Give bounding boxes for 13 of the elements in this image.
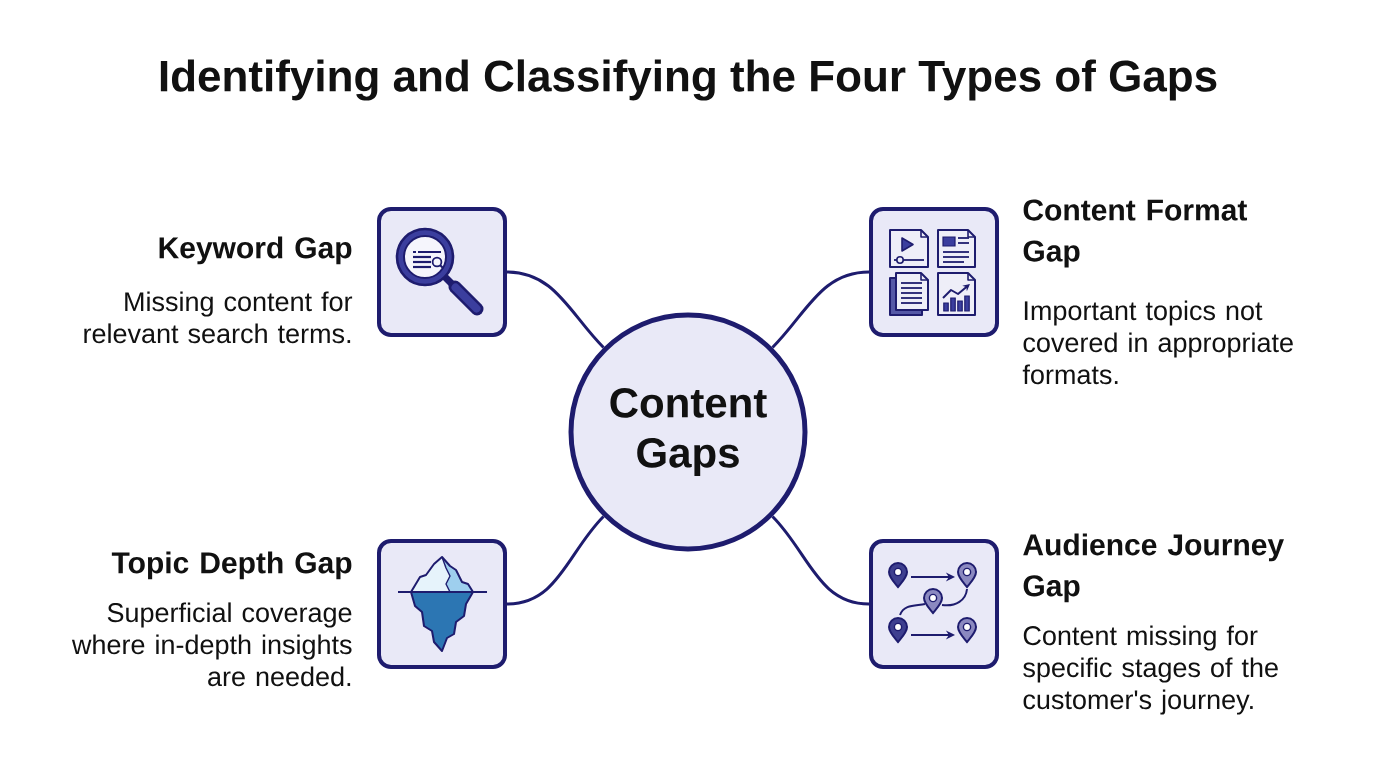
description: Content missing for specific stages of the customer's journey. xyxy=(1023,625,1278,715)
description: Missing content for relevant search terms. xyxy=(84,291,353,344)
title: Identifying and Classifying the Four Types of Gaps xyxy=(160,59,1217,101)
heading: Topic Depth Gap xyxy=(111,551,352,580)
heading: Keyword Gap xyxy=(159,236,352,265)
description: Superficial coverage where in-depth insights are needed. xyxy=(71,602,352,687)
connector-line xyxy=(771,270,870,349)
heading: Content Format Gap xyxy=(1023,199,1247,268)
connector-line xyxy=(506,270,605,349)
connector-line xyxy=(506,515,605,606)
heading: Audience Journey Gap xyxy=(1023,533,1284,603)
connector-line xyxy=(771,515,870,606)
description: Important topics not covered in appropriate formats. xyxy=(1022,300,1293,385)
